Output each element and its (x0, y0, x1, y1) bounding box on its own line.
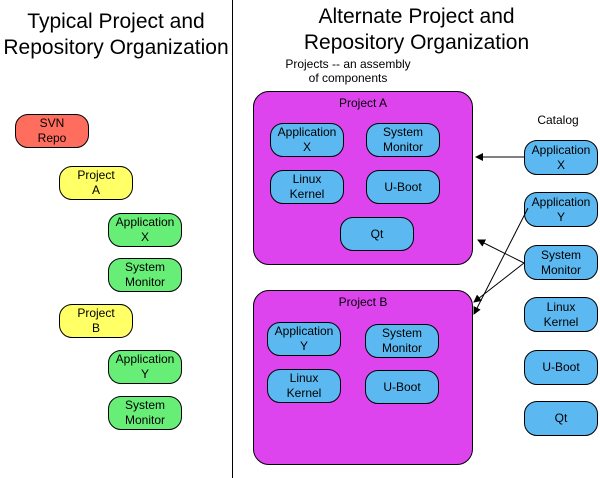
right-title-line2: Repository Organization (303, 31, 530, 54)
right-title: Alternate Project and Repository Organiz… (233, 4, 600, 56)
arrow-monitor-to-project-a (477, 239, 525, 264)
left-project-b-node: Project B (59, 304, 133, 338)
arrow-monitor-to-project-b (473, 262, 525, 303)
catalog-label: Catalog (537, 113, 579, 127)
left-title-line1: Typical Project and (27, 10, 205, 33)
catalog-application-x-node: Application X (524, 140, 598, 175)
project-a-monitor-node: System Monitor (366, 123, 440, 157)
project-a-qt-node: Qt (340, 217, 414, 251)
project-a-uboot-node: U-Boot (366, 170, 440, 204)
catalog-system-monitor-node: System Monitor (524, 245, 598, 280)
left-project-a-application-node: Application X (108, 213, 182, 247)
left-title: Typical Project and Repository Organizat… (0, 9, 232, 61)
project-a-label: Project A (338, 96, 388, 110)
project-b-uboot-node: U-Boot (365, 370, 439, 404)
divider (232, 0, 233, 478)
project-a-kernel-node: Linux Kernel (270, 170, 344, 204)
right-title-line1: Alternate Project and (318, 5, 515, 28)
left-project-a-node: Project A (59, 166, 133, 200)
catalog-application-y-node: Application Y (524, 192, 598, 227)
catalog-qt-node: Qt (524, 401, 598, 436)
left-project-b-monitor-node: System Monitor (108, 396, 182, 430)
project-b-kernel-node: Linux Kernel (267, 369, 341, 403)
catalog-uboot-node: U-Boot (524, 350, 598, 385)
left-project-a-monitor-node: System Monitor (108, 258, 182, 292)
project-a-box: Project A Application X System Monitor L… (253, 91, 473, 265)
right-subtitle-line2: of components (308, 71, 388, 85)
project-b-application-node: Application Y (267, 322, 341, 356)
project-b-label: Project B (338, 295, 388, 309)
project-b-box: Project B Application Y System Monitor L… (253, 290, 473, 465)
arrow-app-y-to-project-b (473, 207, 529, 315)
project-b-monitor-node: System Monitor (365, 324, 439, 358)
svn-repo-node: SVN Repo (15, 114, 89, 148)
left-title-line2: Repository Organization (3, 36, 229, 59)
left-project-b-application-node: Application Y (108, 350, 182, 384)
right-subtitle: Projects -- an assembly of components (268, 57, 428, 85)
right-subtitle-line1: Projects -- an assembly (285, 57, 411, 71)
project-a-application-node: Application X (270, 123, 344, 157)
catalog-linux-kernel-node: Linux Kernel (524, 297, 598, 332)
